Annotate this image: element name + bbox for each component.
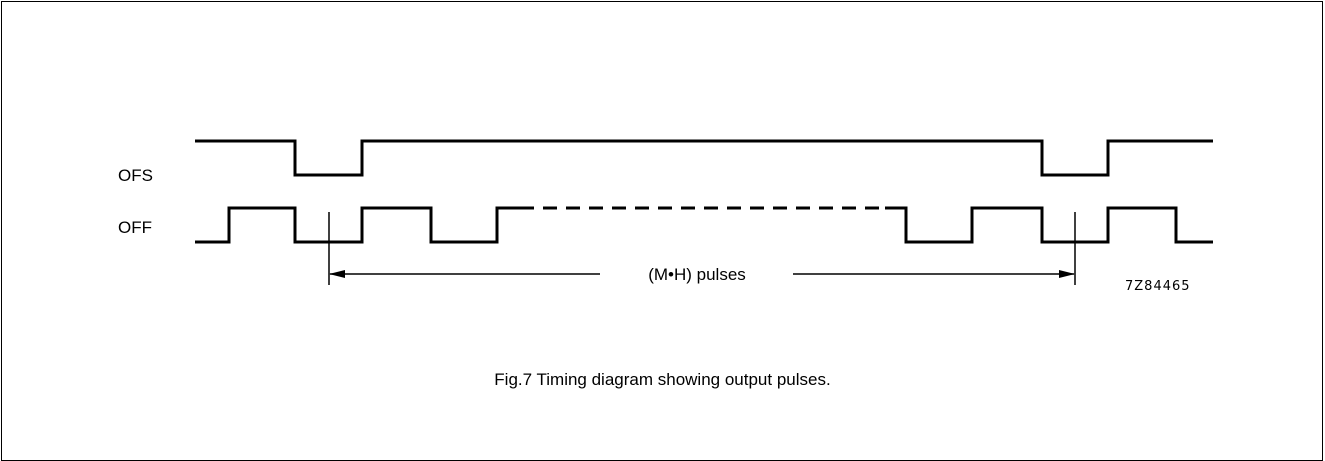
ofs-label: OFS: [118, 166, 153, 185]
ofs-waveform: [195, 139, 1213, 177]
figure-caption: Fig.7 Timing diagram showing output puls…: [494, 370, 831, 389]
drawing-code: 7Z84465: [1125, 279, 1191, 294]
measure-label: (M•H) pulses: [648, 265, 746, 284]
off-waveform-left: [195, 206, 520, 244]
off-waveform-right: [885, 206, 1213, 244]
off-label: OFF: [118, 218, 152, 237]
